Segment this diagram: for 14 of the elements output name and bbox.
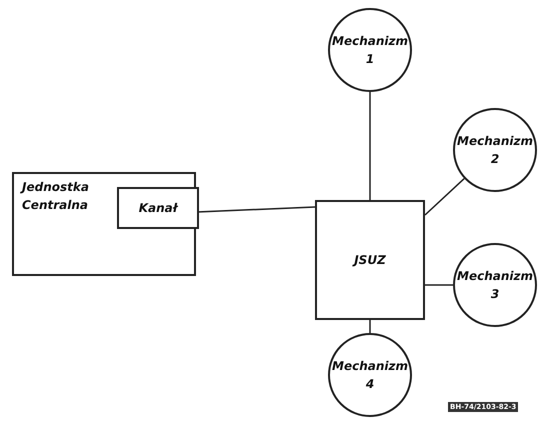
connector-line xyxy=(425,284,453,286)
controller-box xyxy=(315,200,425,320)
node-label: Mechanizm 3 xyxy=(456,268,534,303)
connector-line xyxy=(424,178,465,216)
node-label: Kanał xyxy=(138,200,179,217)
node-label: Mechanizm 2 xyxy=(456,133,534,168)
channel-box xyxy=(117,187,199,229)
connector-line xyxy=(369,92,371,200)
unit-box xyxy=(12,172,196,276)
node-label: Mechanizm 4 xyxy=(331,358,409,393)
connector-line xyxy=(369,320,371,333)
node-label: Jednostka Centralna xyxy=(22,179,90,214)
node-label: Mechanizm 1 xyxy=(331,33,409,68)
node-label: JSUZ xyxy=(351,252,387,269)
